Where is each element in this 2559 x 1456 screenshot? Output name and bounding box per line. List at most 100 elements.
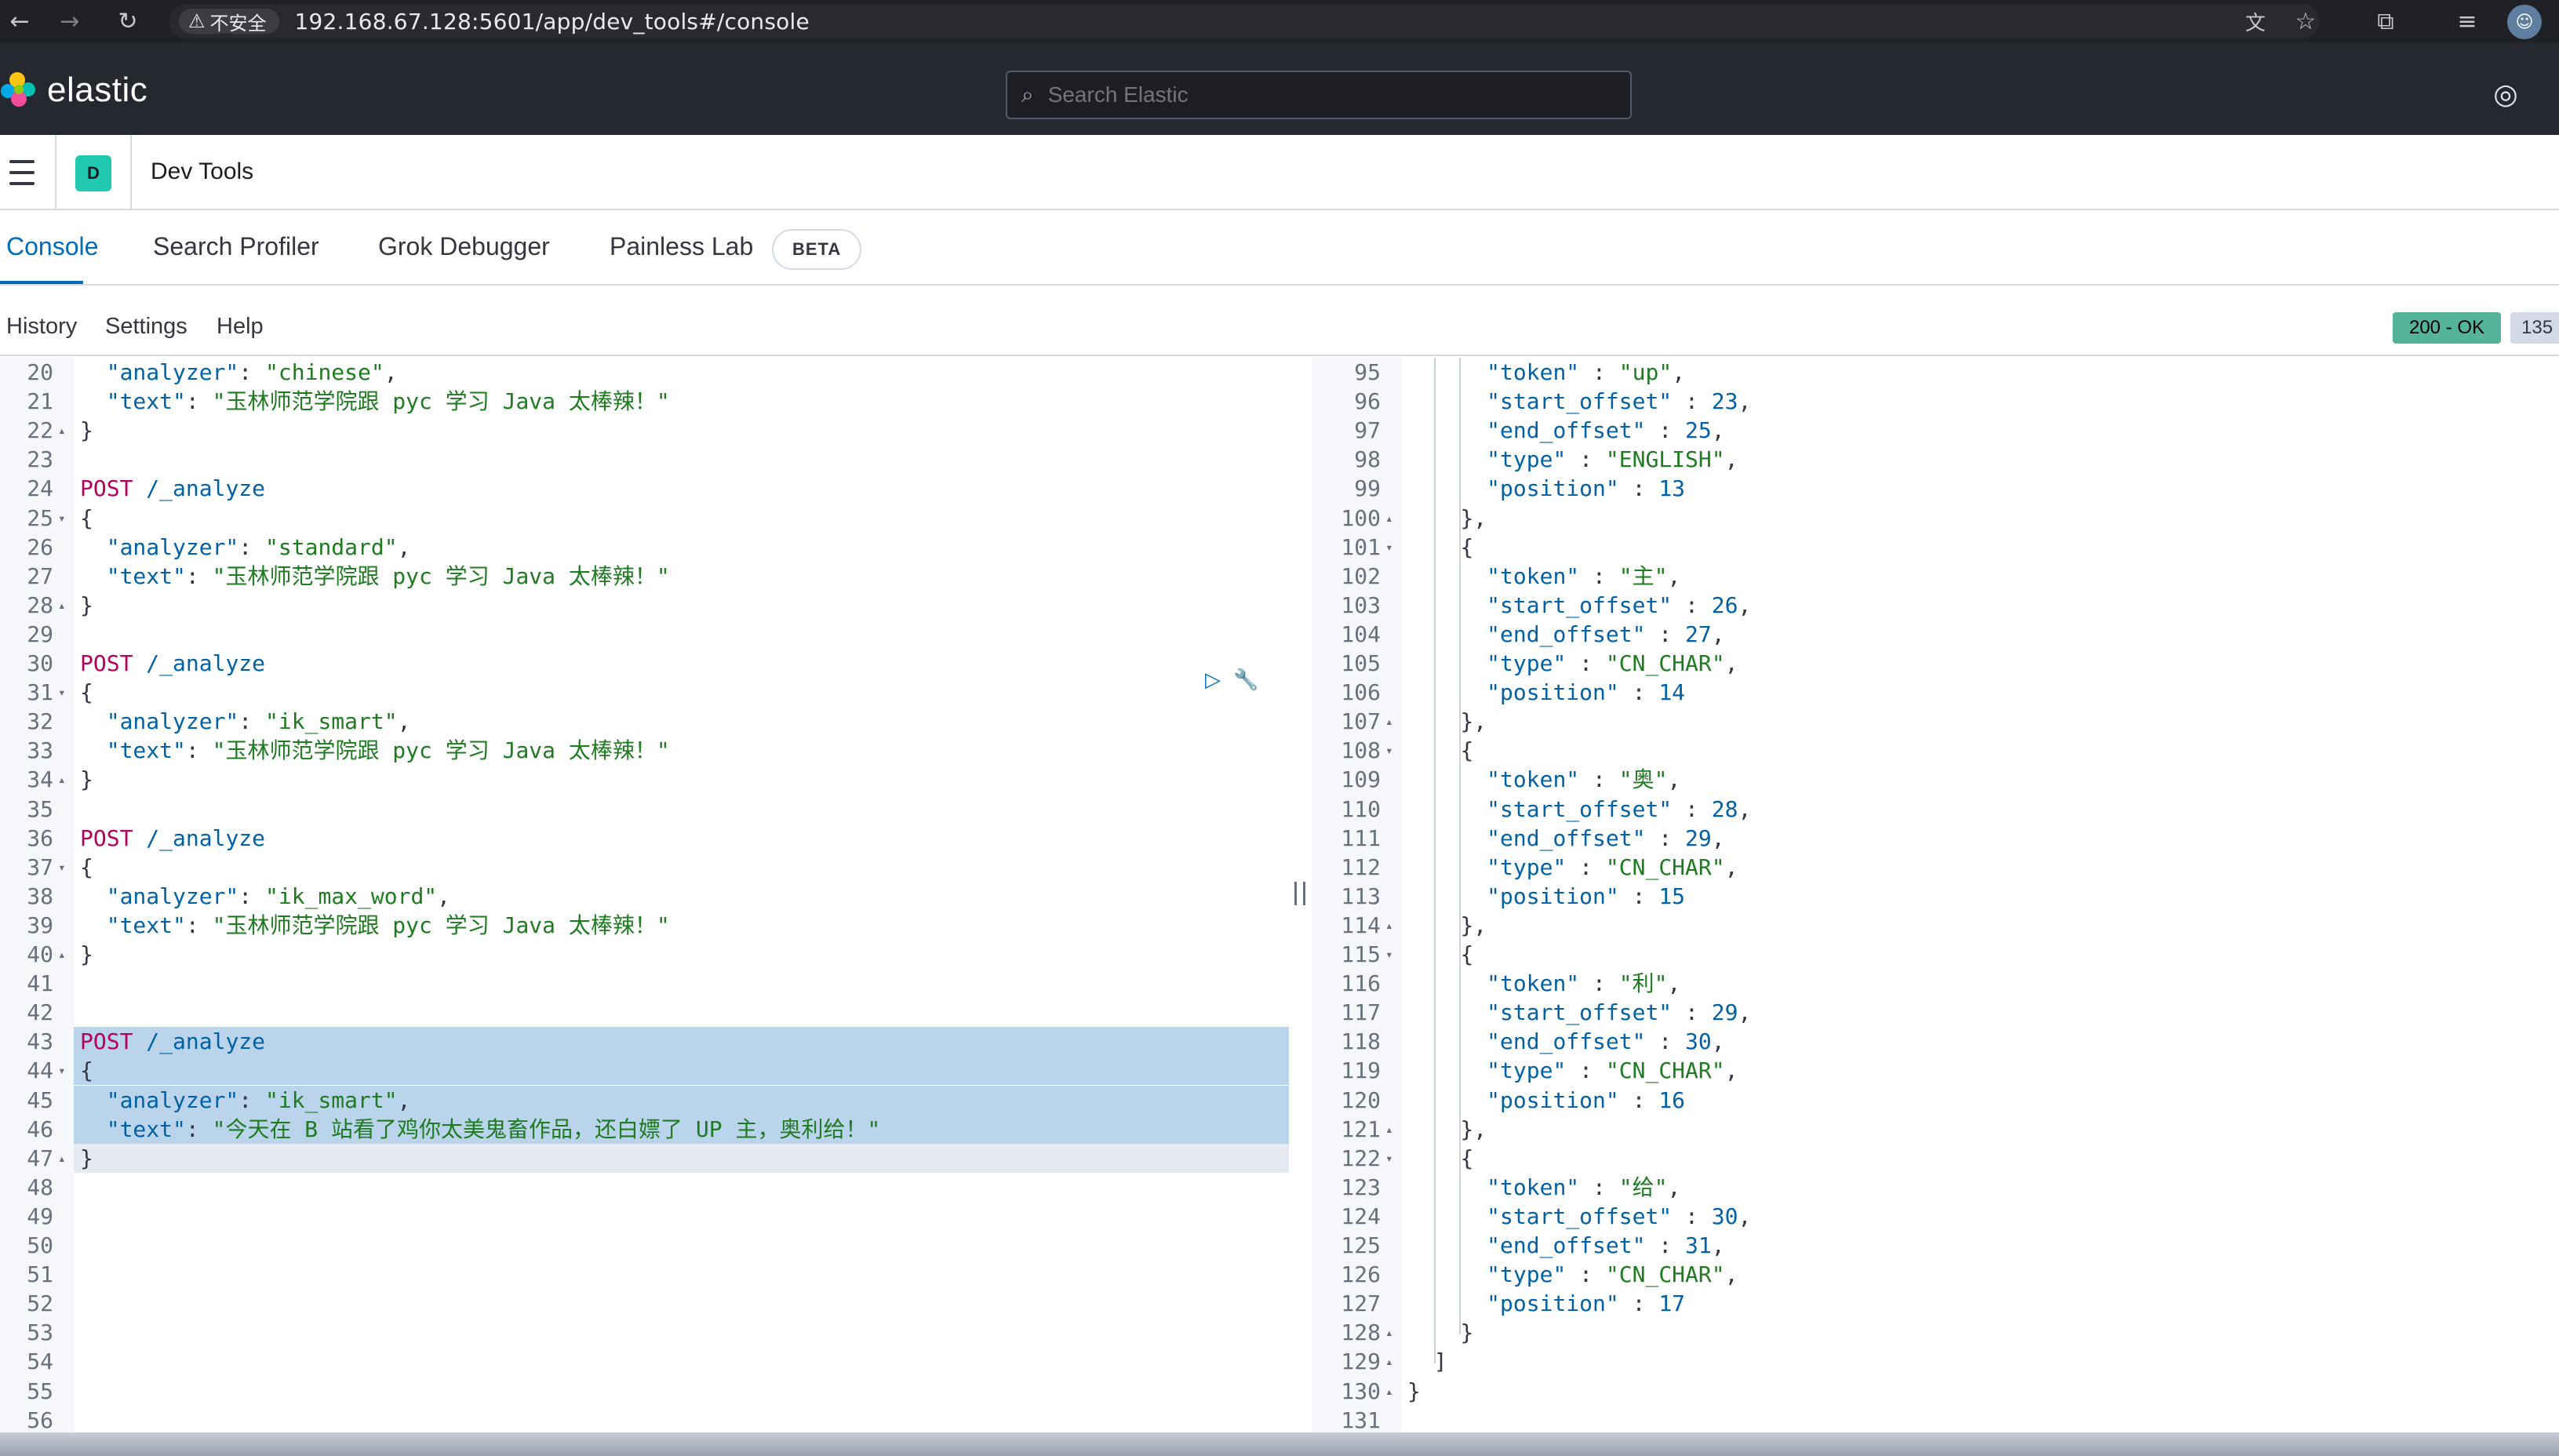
code-line[interactable]: 102 "token" : "主", bbox=[1312, 562, 2559, 591]
code-line[interactable]: 126 "type" : "CN_CHAR", bbox=[1312, 1260, 2559, 1289]
code-line[interactable]: 131 bbox=[1312, 1406, 2559, 1432]
code-line[interactable]: 28▴} bbox=[0, 591, 1289, 620]
code-line[interactable]: 48 bbox=[0, 1173, 1289, 1202]
code-line[interactable]: 37▾{ bbox=[0, 853, 1289, 882]
code-line[interactable]: 54 bbox=[0, 1347, 1289, 1376]
code-line[interactable]: 110 "start_offset" : 28, bbox=[1312, 795, 2559, 824]
address-bar[interactable]: ⚠ 不安全 192.168.67.128:5601/app/dev_tools#… bbox=[169, 4, 2319, 38]
fold-down-icon[interactable]: ▾ bbox=[1385, 947, 1393, 962]
tab-painless-lab[interactable]: Painless Lab bbox=[610, 232, 754, 260]
code-line[interactable]: 124 "start_offset" : 30, bbox=[1312, 1202, 2559, 1231]
fold-up-icon[interactable]: ▴ bbox=[1385, 1354, 1393, 1370]
code-line[interactable]: 115▾ { bbox=[1312, 940, 2559, 969]
search-input[interactable] bbox=[1047, 82, 1597, 107]
fold-up-icon[interactable]: ▴ bbox=[1385, 1383, 1393, 1399]
pane-resizer[interactable] bbox=[1289, 358, 1312, 1432]
space-avatar[interactable]: D bbox=[75, 155, 111, 191]
fold-down-icon[interactable]: ▾ bbox=[58, 510, 66, 526]
code-line[interactable]: 112 "type" : "CN_CHAR", bbox=[1312, 853, 2559, 882]
code-line[interactable]: 100▴ }, bbox=[1312, 504, 2559, 533]
code-line[interactable]: 56 bbox=[0, 1406, 1289, 1432]
code-line[interactable]: 111 "end_offset" : 29, bbox=[1312, 824, 2559, 853]
fold-up-icon[interactable]: ▴ bbox=[1385, 714, 1393, 730]
code-line[interactable]: 49 bbox=[0, 1202, 1289, 1231]
translate-icon[interactable]: 文 bbox=[2244, 11, 2266, 35]
code-line[interactable]: 50 bbox=[0, 1231, 1289, 1260]
fold-up-icon[interactable]: ▴ bbox=[58, 1150, 66, 1166]
code-line[interactable]: 51 bbox=[0, 1260, 1289, 1289]
code-line[interactable]: 118 "end_offset" : 30, bbox=[1312, 1027, 2559, 1056]
code-line[interactable]: 103 "start_offset" : 26, bbox=[1312, 591, 2559, 620]
fold-up-icon[interactable]: ▴ bbox=[1385, 1325, 1393, 1341]
fold-up-icon[interactable]: ▴ bbox=[1385, 510, 1393, 526]
fold-up-icon[interactable]: ▴ bbox=[1385, 917, 1393, 933]
code-line[interactable]: 44▾{ bbox=[0, 1056, 1289, 1085]
brand-name[interactable]: elastic bbox=[47, 71, 148, 109]
code-line[interactable]: 31▾{ bbox=[0, 678, 1289, 707]
code-line[interactable]: 20 "analyzer": "chinese", bbox=[0, 358, 1289, 387]
code-line[interactable]: 40▴} bbox=[0, 940, 1289, 969]
tab-search-profiler[interactable]: Search Profiler bbox=[153, 232, 319, 260]
request-editor[interactable]: 20 "analyzer": "chinese",21 "text": "玉林师… bbox=[0, 358, 1289, 1432]
extensions-icon[interactable]: ⧉ bbox=[2377, 7, 2394, 35]
code-line[interactable]: 123 "token" : "给", bbox=[1312, 1173, 2559, 1202]
fold-up-icon[interactable]: ▴ bbox=[58, 423, 66, 439]
code-line[interactable]: 35 bbox=[0, 795, 1289, 824]
code-line[interactable]: 106 "position" : 14 bbox=[1312, 678, 2559, 707]
reload-icon[interactable]: ↻ bbox=[118, 7, 138, 35]
code-line[interactable]: 39 "text": "玉林师范学院跟 pyc 学习 Java 太棒辣！" bbox=[0, 911, 1289, 940]
response-code-area[interactable] bbox=[1401, 358, 2559, 1432]
play-icon[interactable]: ▷ bbox=[1205, 668, 1221, 692]
code-line[interactable]: 108▾ { bbox=[1312, 736, 2559, 765]
code-line[interactable]: 99 "position" : 13 bbox=[1312, 474, 2559, 503]
code-line[interactable]: 122▾ { bbox=[1312, 1144, 2559, 1173]
code-line[interactable]: 97 "end_offset" : 25, bbox=[1312, 416, 2559, 445]
code-line[interactable]: 114▴ }, bbox=[1312, 911, 2559, 940]
code-line[interactable]: 32 "analyzer": "ik_smart", bbox=[0, 707, 1289, 736]
code-line[interactable]: 26 "analyzer": "standard", bbox=[0, 533, 1289, 562]
url-text[interactable]: 192.168.67.128:5601/app/dev_tools#/conso… bbox=[294, 8, 810, 35]
security-indicator[interactable]: ⚠ 不安全 bbox=[179, 9, 279, 35]
help-link[interactable]: Help bbox=[217, 314, 264, 339]
elastic-logo-icon[interactable] bbox=[0, 69, 39, 108]
forward-arrow-icon[interactable]: → bbox=[60, 7, 80, 35]
fold-up-icon[interactable]: ▴ bbox=[58, 772, 66, 788]
code-line[interactable]: 55 bbox=[0, 1377, 1289, 1406]
reading-list-icon[interactable]: ≡ bbox=[2457, 7, 2477, 35]
code-line[interactable]: 109 "token" : "奥", bbox=[1312, 765, 2559, 794]
code-line[interactable]: 21 "text": "玉林师范学院跟 pyc 学习 Java 太棒辣！" bbox=[0, 387, 1289, 416]
help-icon[interactable]: ◎ bbox=[2493, 78, 2518, 111]
history-link[interactable]: History bbox=[6, 314, 78, 339]
wrench-icon[interactable]: 🔧 bbox=[1233, 668, 1259, 692]
fold-down-icon[interactable]: ▾ bbox=[1385, 1150, 1393, 1166]
code-line[interactable]: 116 "token" : "利", bbox=[1312, 969, 2559, 998]
code-line[interactable]: 33 "text": "玉林师范学院跟 pyc 学习 Java 太棒辣！" bbox=[0, 736, 1289, 765]
code-line[interactable]: 29 bbox=[0, 620, 1289, 649]
code-line[interactable]: 47▴} bbox=[0, 1144, 1289, 1173]
fold-down-icon[interactable]: ▾ bbox=[58, 685, 66, 701]
settings-link[interactable]: Settings bbox=[105, 314, 187, 339]
code-line[interactable]: 38 "analyzer": "ik_max_word", bbox=[0, 882, 1289, 911]
code-line[interactable]: 98 "type" : "ENGLISH", bbox=[1312, 445, 2559, 474]
request-code-area[interactable] bbox=[74, 358, 1289, 1432]
global-search[interactable]: ⌕ bbox=[1006, 71, 1632, 119]
code-line[interactable]: 120 "position" : 16 bbox=[1312, 1086, 2559, 1115]
code-line[interactable]: 27 "text": "玉林师范学院跟 pyc 学习 Java 太棒辣！" bbox=[0, 562, 1289, 591]
code-line[interactable]: 113 "position" : 15 bbox=[1312, 882, 2559, 911]
code-line[interactable]: 130▴} bbox=[1312, 1377, 2559, 1406]
fold-up-icon[interactable]: ▴ bbox=[58, 597, 66, 613]
code-line[interactable]: 42 bbox=[0, 998, 1289, 1027]
back-arrow-icon[interactable]: ← bbox=[9, 7, 30, 35]
code-line[interactable]: 119 "type" : "CN_CHAR", bbox=[1312, 1056, 2559, 1085]
fold-down-icon[interactable]: ▾ bbox=[1385, 743, 1393, 759]
code-line[interactable]: 105 "type" : "CN_CHAR", bbox=[1312, 649, 2559, 678]
code-line[interactable]: 25▾{ bbox=[0, 504, 1289, 533]
code-line[interactable]: 125 "end_offset" : 31, bbox=[1312, 1231, 2559, 1260]
code-line[interactable]: 96 "start_offset" : 23, bbox=[1312, 387, 2559, 416]
fold-up-icon[interactable]: ▴ bbox=[1385, 1121, 1393, 1137]
profile-avatar-icon[interactable]: ☺ bbox=[2507, 5, 2542, 39]
code-line[interactable]: 117 "start_offset" : 29, bbox=[1312, 998, 2559, 1027]
